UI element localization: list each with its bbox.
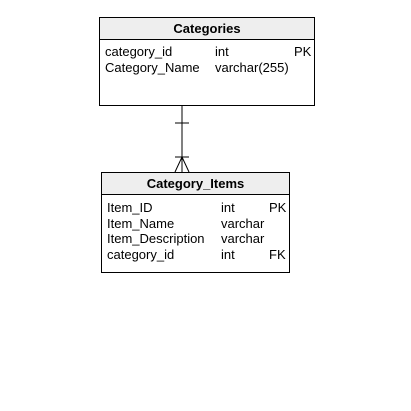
attribute-name: Item_Name — [107, 216, 175, 231]
attribute-type: int — [221, 247, 235, 262]
attribute-row: Category_Name varchar(255) — [100, 60, 314, 75]
attribute-key: FK — [269, 247, 286, 262]
attribute-row: Item_Name varchar — [102, 216, 289, 231]
attribute-row: Item_ID int PK — [102, 200, 289, 215]
attribute-type: varchar — [221, 231, 265, 246]
attribute-name: Item_Description — [107, 231, 205, 246]
entity-title: Categories — [100, 18, 314, 40]
attribute-row: category_id int FK — [102, 247, 289, 262]
attribute-name: category_id — [107, 247, 175, 262]
attribute-type: varchar(255) — [215, 60, 289, 75]
attribute-row: Item_Description varchar — [102, 231, 289, 246]
crowfoot-right-icon — [181, 156, 190, 173]
attribute-type: int — [215, 44, 229, 59]
entity-title: Category_Items — [102, 173, 289, 195]
crowfoot-left-icon — [174, 156, 183, 173]
attribute-type: varchar — [221, 216, 265, 231]
attribute-key: PK — [294, 44, 312, 59]
attribute-row: category_id int PK — [100, 44, 314, 59]
category-items-entity[interactable]: Category_Items Item_ID int PK Item_Name … — [101, 172, 290, 273]
attribute-key: PK — [269, 200, 287, 215]
attribute-type: int — [221, 200, 235, 215]
attribute-name: Category_Name — [105, 60, 200, 75]
categories-entity[interactable]: Categories category_id int PK Category_N… — [99, 17, 315, 106]
attribute-name: category_id — [105, 44, 173, 59]
attribute-name: Item_ID — [107, 200, 153, 215]
